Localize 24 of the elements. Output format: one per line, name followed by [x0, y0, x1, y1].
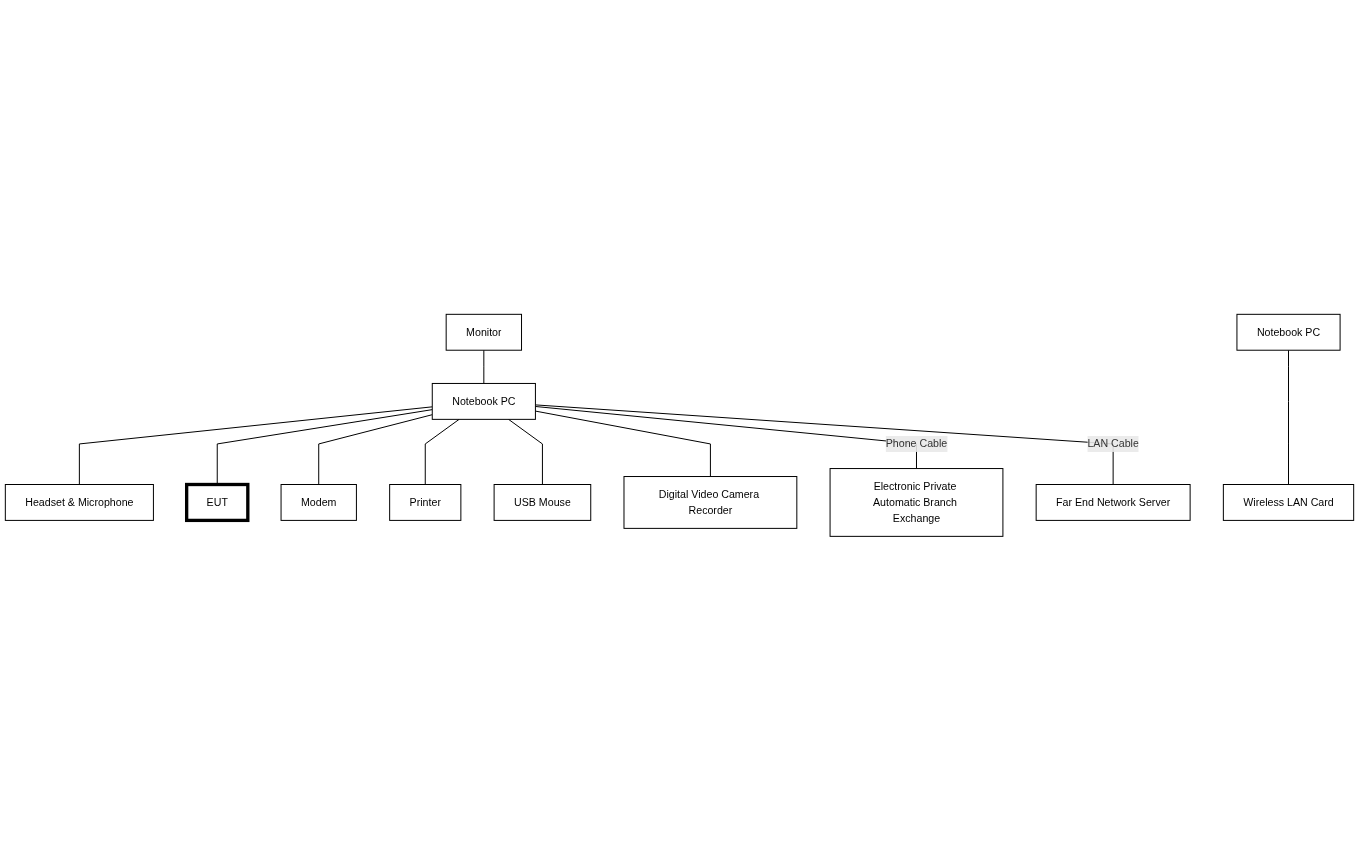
connector: [508, 419, 543, 486]
node-box: Printer: [389, 484, 462, 522]
edge-label: Phone Cable: [885, 438, 948, 450]
node-box: Electronic Private Automatic Branch Exchange: [829, 468, 1004, 537]
node-box: Far End Network Server: [1035, 484, 1191, 522]
node-box: Headset & Microphone: [4, 484, 154, 522]
node-box: Digital Video Camera Recorder: [623, 476, 798, 530]
node-box: EUT: [185, 483, 250, 523]
node-box: Notebook PC: [1236, 313, 1341, 351]
connector: [424, 419, 460, 486]
node-box: Modem: [280, 484, 357, 522]
connector: [216, 409, 433, 486]
connector: [318, 414, 433, 486]
node-box: Wireless LAN Card: [1222, 484, 1355, 522]
connector: [483, 349, 485, 385]
connector: [534, 406, 917, 470]
edge-label: LAN Cable: [1087, 438, 1139, 450]
connector: [1288, 349, 1289, 486]
node-box: Notebook PC: [431, 383, 536, 420]
node-box: USB Mouse: [493, 484, 592, 522]
node-box: Monitor: [445, 313, 522, 351]
connector: [534, 410, 711, 478]
connector: [78, 406, 433, 486]
connector: [534, 404, 1114, 486]
